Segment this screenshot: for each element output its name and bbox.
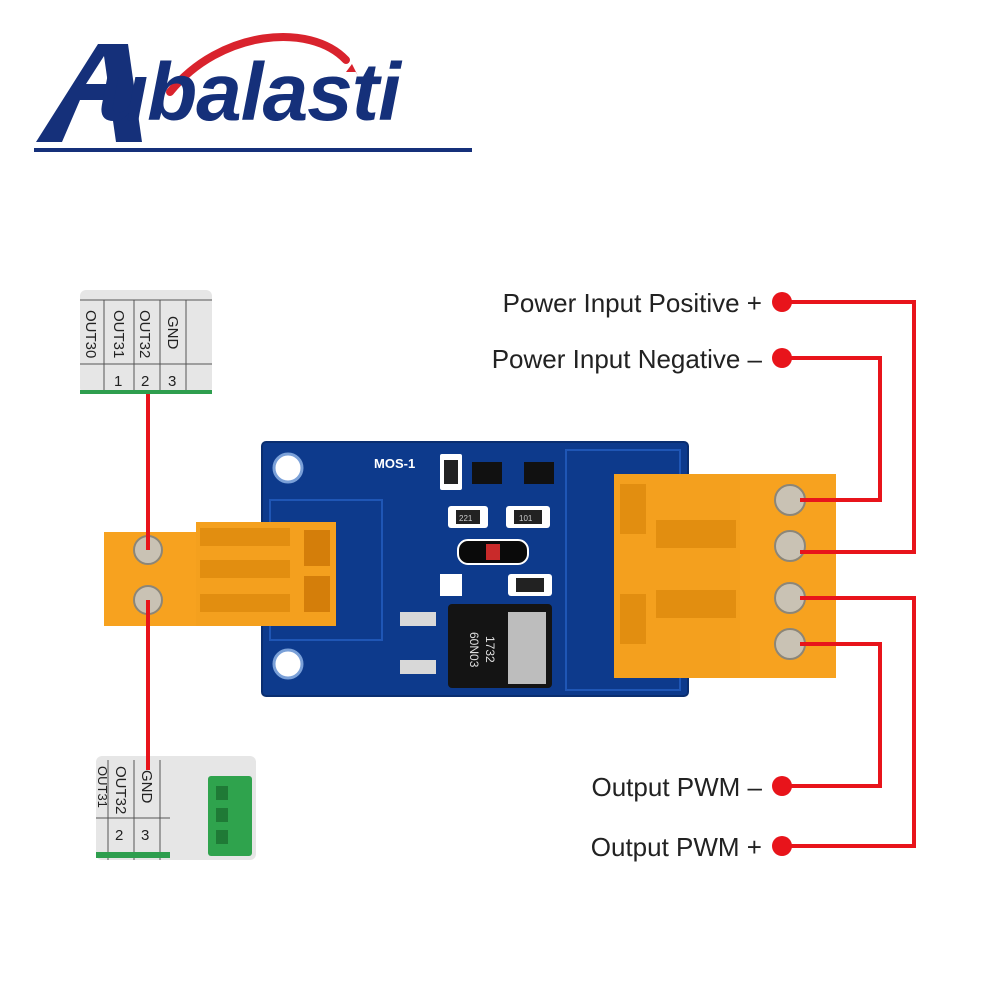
ctrl-top-pin-1: 2 (141, 373, 149, 390)
dot-icon (772, 776, 792, 796)
resistor-code-1: 101 (519, 514, 533, 523)
brand-wordmark-text: ubalasti (98, 47, 401, 138)
wire-power-positive (782, 300, 916, 554)
wire-endpoints (772, 292, 792, 856)
label-power-positive: Power Input Positive + (502, 288, 762, 318)
pcb-silk-label: MOS-1 (374, 456, 415, 471)
wire-pwm-negative (782, 642, 882, 788)
resistor-code-0: 221 (459, 514, 473, 523)
controller-terminal-top: OUT30 OUT31 OUT32 GND 1 2 3 (80, 290, 212, 394)
logo-swoosh (166, 32, 350, 96)
logo-underline (34, 148, 472, 152)
label-output-pwm-positive: Output PWM + (590, 832, 762, 862)
dot-icon (772, 836, 792, 856)
ctrl-top-header-2: OUT32 (136, 310, 153, 358)
terminal-block-right (614, 474, 836, 678)
ctrl-bottom-header-1: OUT32 (112, 766, 129, 814)
dot-icon (772, 348, 792, 368)
ctrl-bottom-header-2: GND (138, 770, 155, 804)
brand-wordmark: ubalasti (98, 52, 401, 134)
label-power-negative: Power Input Negative – (491, 344, 762, 374)
ctrl-top-pin-2: 3 (168, 373, 176, 390)
label-output-pwm-negative: Output PWM – (591, 772, 763, 802)
wires (146, 300, 916, 848)
ctrl-bottom-header-0: OUT31 (95, 766, 110, 808)
ctrl-bottom-pin-1: 3 (141, 827, 149, 844)
ctrl-top-pin-0: 1 (114, 373, 122, 390)
controller-terminal-bottom: OUT31 OUT32 GND 2 3 (95, 756, 256, 860)
mosfet-label-top: 1732 (483, 636, 497, 663)
wire-pwm-positive (782, 596, 916, 848)
mosfet-chip: 1732 60N03 (400, 604, 552, 688)
terminal-block-left (104, 522, 336, 626)
ctrl-bottom-pin-0: 2 (115, 827, 123, 844)
mosfet-label-bottom: 60N03 (467, 632, 481, 668)
logo-star (346, 62, 358, 76)
green-connector (208, 776, 252, 856)
wire-power-negative (782, 356, 882, 502)
screw-icon (774, 530, 806, 562)
mount-hole-icon (272, 452, 304, 484)
mount-hole-icon (272, 648, 304, 680)
ctrl-top-header-0: OUT30 (82, 310, 99, 358)
dot-icon (772, 292, 792, 312)
ctrl-top-header-3: GND (164, 316, 181, 350)
ctrl-top-header-1: OUT31 (110, 310, 127, 358)
logo-a-mark (36, 44, 142, 142)
